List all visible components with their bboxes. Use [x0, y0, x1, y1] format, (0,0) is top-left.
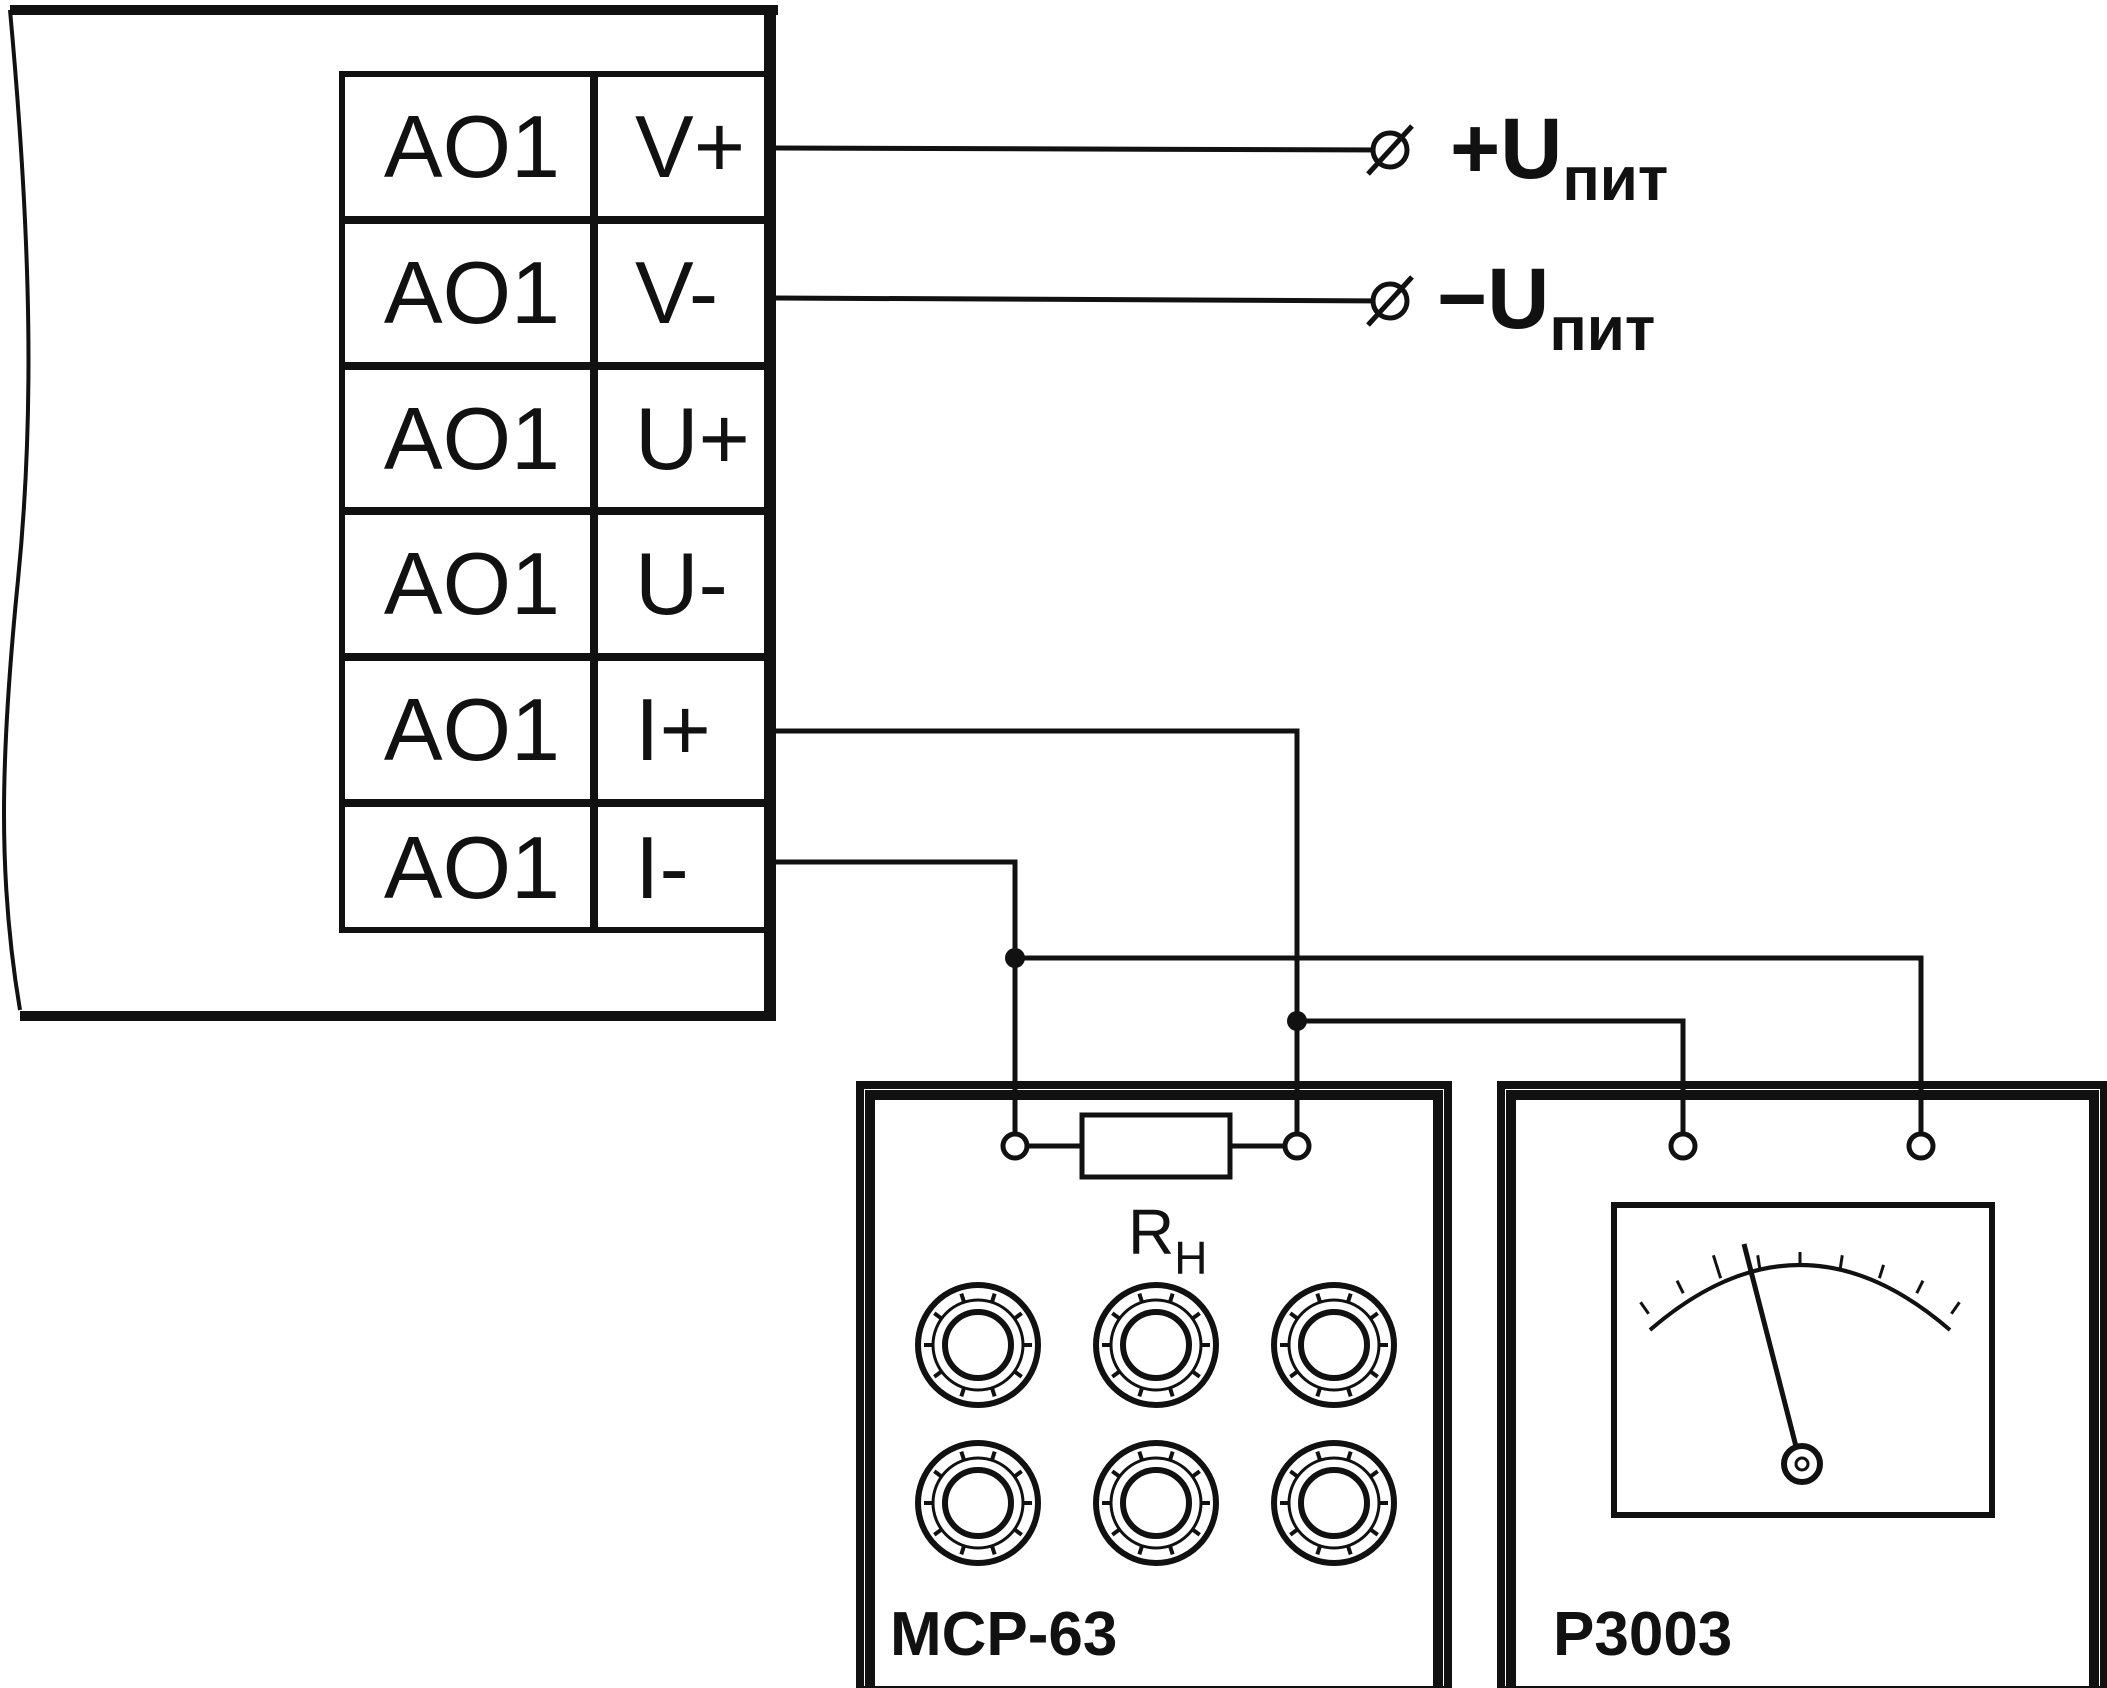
terminal-channel-label: AO1: [384, 389, 560, 488]
terminal-pin-label: V-: [635, 243, 718, 342]
power-minus-terminal: [1366, 275, 1414, 327]
resistor-box: RН МСР-63: [856, 1081, 1452, 1688]
terminal-pin-label: U-: [635, 534, 728, 633]
meter-pivot: [1781, 1443, 1823, 1485]
power-plus-label: +Uпит: [1450, 101, 1668, 214]
resistor-label: RН: [1128, 1196, 1207, 1284]
decade-knob: [915, 1282, 1041, 1408]
terminal-channel-label: AO1: [384, 680, 560, 779]
meter-needle: [1741, 1243, 1803, 1463]
decade-knobs: [915, 1282, 1397, 1566]
decade-knob: [1093, 1440, 1219, 1566]
decade-knob: [915, 1440, 1041, 1566]
terminal-block: AO1 V+ AO1 V- AO1 U+ AO1 U- AO1 I+ AO1 I…: [339, 71, 773, 933]
resistor-terminal-right: [1282, 1131, 1312, 1161]
junction-dot: [1005, 948, 1025, 968]
terminal-pin-label: U+: [635, 389, 750, 488]
terminal-channel-label: AO1: [384, 534, 560, 633]
dial-scale: [1639, 1252, 1961, 1315]
meter-label: Р3003: [1553, 1600, 1732, 1669]
meter-terminal-right: [1906, 1131, 1936, 1161]
terminal-pin-label: I+: [635, 680, 711, 779]
terminal-pin-label: I-: [635, 818, 689, 917]
power-minus-label: −Uпит: [1437, 251, 1655, 364]
meter-dial: [1611, 1202, 1995, 1518]
resistor-box-label: МСР-63: [890, 1600, 1117, 1669]
terminal-channel-label: AO1: [384, 97, 560, 196]
power-supply-wiring: [774, 145, 1389, 304]
current-output-wiring: [775, 728, 1924, 1146]
power-plus-terminal: [1366, 124, 1414, 176]
junction-dot: [1287, 1011, 1307, 1031]
resistor-terminal-left: [1000, 1131, 1030, 1161]
terminal-channel-label: AO1: [384, 818, 560, 917]
meter-terminal-left: [1668, 1131, 1698, 1161]
decade-knob: [1093, 1282, 1219, 1408]
decade-knob: [1271, 1440, 1397, 1566]
terminal-channel-label: AO1: [384, 243, 560, 342]
terminal-pin-label: V+: [635, 97, 745, 196]
load-resistor: [1000, 1112, 1312, 1180]
meter-box: Р3003: [1497, 1081, 2107, 1688]
decade-knob: [1271, 1282, 1397, 1408]
